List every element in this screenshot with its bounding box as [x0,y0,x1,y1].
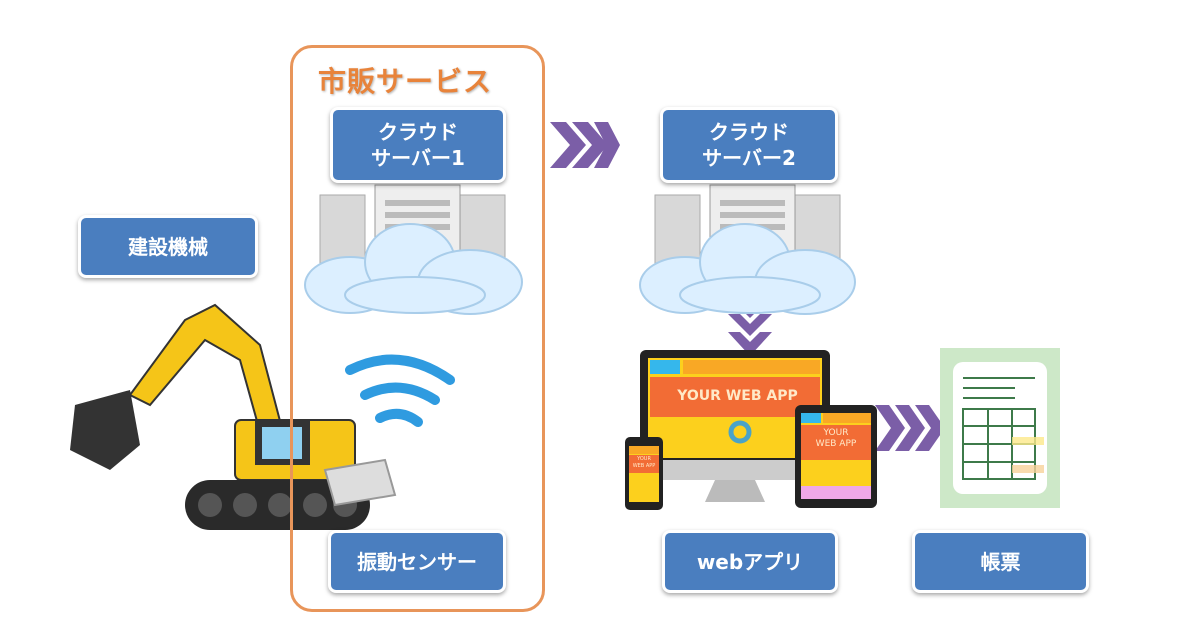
desktop-monitor-icon [640,350,830,502]
box-label-line: クラウド [709,120,789,144]
report-document-icon [940,348,1060,508]
cloud-server-icon-2 [639,184,856,315]
cloud-server-2-box: クラウドサーバー2 [660,107,838,183]
wifi-icon [345,354,455,427]
commercial-service-group [290,45,545,612]
vibration-sensor-box: 振動センサー [328,530,506,593]
phone-text-line: YOUR [637,456,651,462]
box-label-line: サーバー2 [702,146,796,170]
group-title: 市販サービス [318,65,493,98]
box-label-line: サーバー1 [371,146,465,170]
chevron-arrows-right-1 [550,122,620,168]
box-label-line: クラウド [378,120,458,144]
sensor-box [323,458,397,507]
phone-text-line: WEB APP [632,463,656,469]
web-app-box: webアプリ [662,530,838,593]
tablet-text-line: YOUR [823,428,849,438]
chevron-arrows-right-2 [875,405,945,451]
report-box: 帳票 [912,530,1089,593]
smartphone-icon [625,437,663,510]
cloud-server-icon-1 [304,184,523,315]
construction-machine-box: 建設機械 [78,215,258,278]
tablet-icon [795,405,877,508]
tablet-text-line: WEB APP [815,439,857,449]
cloud-server-1-box: クラウドサーバー1 [330,107,506,183]
monitor-screen-text: YOUR WEB APP [677,388,798,404]
excavator-illustration [70,303,397,530]
